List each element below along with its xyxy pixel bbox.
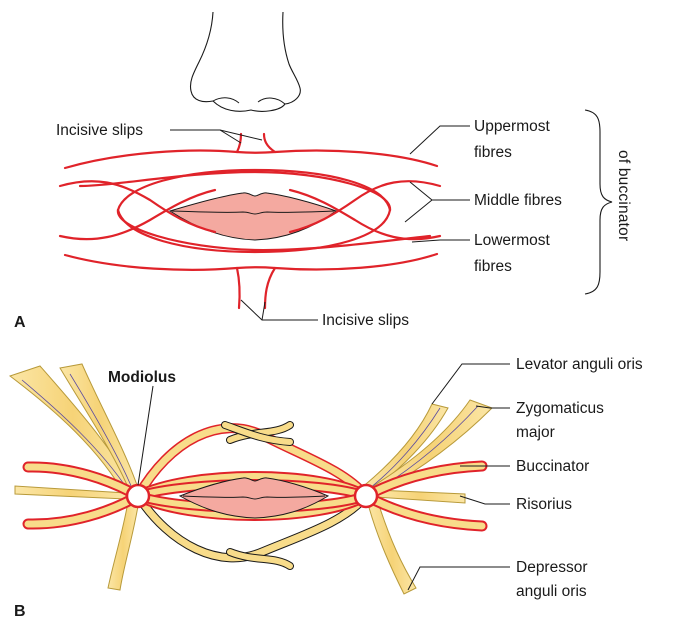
label-incisive-slips-top: Incisive slips [56,122,143,139]
nose-outline [190,12,300,111]
label-levator-anguli-oris: Levator anguli oris [516,356,643,373]
incisive-slip-bottom-left [237,268,240,308]
label-buccinator: Buccinator [516,458,589,475]
label-risorius: Risorius [516,496,572,513]
label-zygomaticus-1: Zygomaticus [516,400,604,417]
lips-a [170,193,336,240]
label-depressor-1: Depressor [516,559,588,576]
right-muscles [366,400,492,594]
nostril-right [258,98,285,104]
label-lowermost-1: Lowermost [474,232,550,249]
modiolus-right [355,485,377,507]
panel-a-letter: A [14,314,26,331]
panel-a: Incisive slips Uppermost fibres Middle f… [14,12,632,331]
label-depressor-2: anguli oris [516,583,587,600]
label-uppermost-2: fibres [474,144,512,161]
label-lowermost-2: fibres [474,258,512,275]
panel-b-letter: B [14,603,26,620]
nostril-left [213,98,239,103]
panel-b: Modiolus Levator anguli oris Zygomaticus… [10,356,643,620]
label-incisive-slips-bottom: Incisive slips [322,312,409,329]
incisive-slip-top-right [264,134,275,152]
uppermost-fibre [65,151,437,168]
label-uppermost-1: Uppermost [474,118,550,135]
label-middle-fibres: Middle fibres [474,192,562,209]
brace [585,110,612,294]
incisive-slip-bottom-right [265,268,275,308]
modiolus-left [127,485,149,507]
label-of-buccinator: of buccinator [615,150,632,241]
left-depressor [108,502,138,590]
label-modiolus: Modiolus [108,369,176,386]
label-zygomaticus-2: major [516,424,555,441]
lowermost-fibre [65,254,437,270]
